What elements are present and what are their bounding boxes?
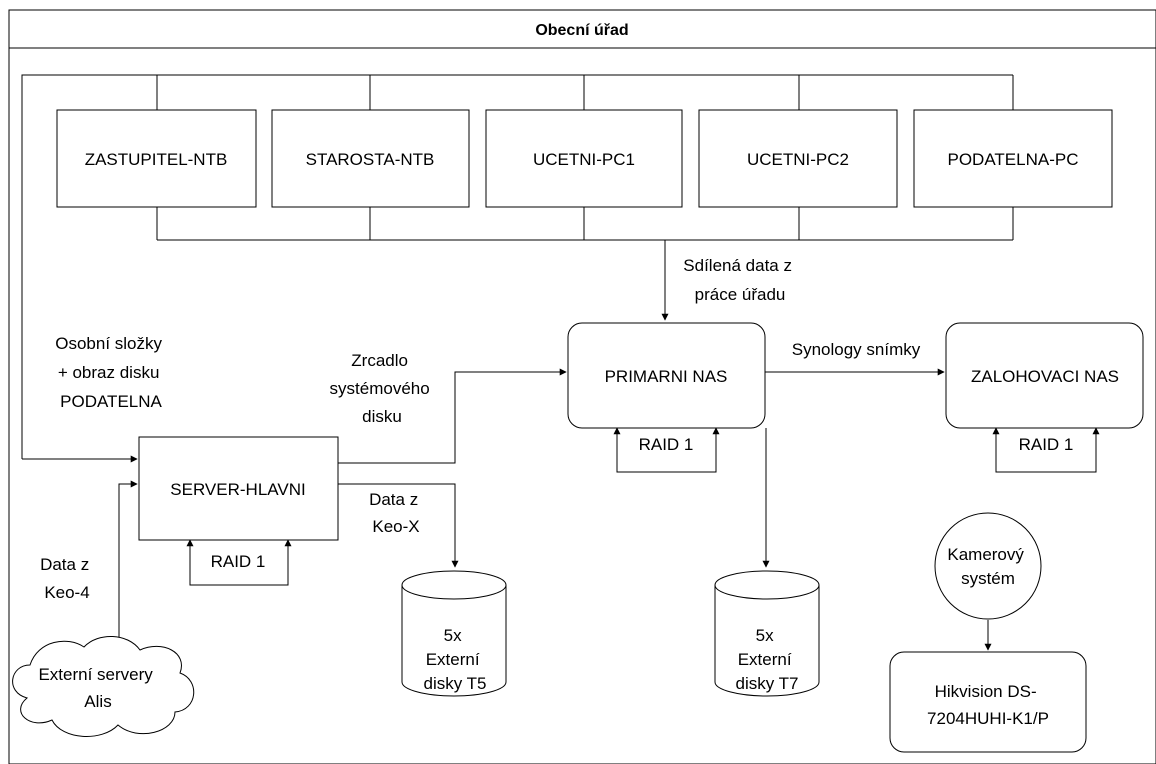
server-label: SERVER-HLAVNI xyxy=(170,480,305,499)
nvr-label: Hikvision DS- 7204HUHI-K1/P xyxy=(927,682,1049,728)
personal-folders-label: Osobní složky + obraz disku PODATELNA xyxy=(55,334,167,411)
client-label: ZASTUPITEL-NTB xyxy=(85,150,228,169)
keo-4-edge xyxy=(115,480,138,646)
backup-nas-label: ZALOHOVACI NAS xyxy=(971,367,1119,386)
backup-nas-raid-loop xyxy=(992,427,1100,473)
shared-data-label: Sdílená data z práce úřadu xyxy=(683,256,796,304)
backup-nas: ZALOHOVACI NAS xyxy=(945,322,1144,429)
bus-lines xyxy=(21,74,1014,459)
external-servers-label: Externí servery Alis xyxy=(38,665,157,711)
server-raid-label: RAID 1 xyxy=(211,552,266,571)
system-mirror-label: Zrcadlo systémového disku xyxy=(330,351,435,426)
primary-nas-raid-label: RAID 1 xyxy=(639,435,694,454)
top-bus-line xyxy=(21,74,1013,459)
disks-t5-label: 5x Externí disky T5 xyxy=(424,626,487,693)
server-raid-loop xyxy=(186,539,292,586)
primary-nas-raid-loop xyxy=(613,427,720,473)
backup-nas-raid-label: RAID 1 xyxy=(1019,435,1074,454)
client-ucetni-pc2: UCETNI-PC2 xyxy=(698,109,898,208)
client-ucetni-pc1: UCETNI-PC1 xyxy=(485,109,683,208)
client-label: UCETNI-PC2 xyxy=(747,150,849,169)
client-starosta-ntb: STAROSTA-NTB xyxy=(271,109,470,208)
primary-nas-label: PRIMARNI NAS xyxy=(605,367,728,386)
external-servers-cloud: Externí servery Alis xyxy=(12,635,195,737)
primary-nas: PRIMARNI NAS xyxy=(567,322,766,429)
server-hlavni: SERVER-HLAVNI xyxy=(138,436,339,541)
camera-system-label: Kamerový systém xyxy=(947,545,1028,588)
client-zastupitel-ntb: ZASTUPITEL-NTB xyxy=(56,109,257,208)
disks-t7-label: 5x Externí disky T7 xyxy=(736,626,799,693)
office-container xyxy=(8,9,1156,764)
keo-4-label: Data z Keo-4 xyxy=(40,555,94,602)
hikvision-nvr: Hikvision DS- 7204HUHI-K1/P xyxy=(889,651,1087,753)
system-mirror-edge xyxy=(338,368,567,464)
cloud-shape xyxy=(12,635,195,737)
keo-x-label: Data z Keo-X xyxy=(369,490,423,536)
disks-t5-cylinder: 5x Externí disky T5 xyxy=(401,570,507,697)
container-title: Obecní úřad xyxy=(535,22,628,39)
camera-system: Kamerový systém xyxy=(934,512,1042,620)
snapshots-label: Synology snímky xyxy=(792,340,921,359)
clients: ZASTUPITEL-NTB STAROSTA-NTB UCETNI-PC1 U… xyxy=(56,109,1113,208)
disks-t7-cylinder: 5x Externí disky T7 xyxy=(714,570,820,697)
client-label: STAROSTA-NTB xyxy=(306,150,435,169)
keo-x-edge xyxy=(338,483,459,568)
client-podatelna-pc: PODATELNA-PC xyxy=(913,109,1113,208)
client-label: PODATELNA-PC xyxy=(948,150,1079,169)
client-label: UCETNI-PC1 xyxy=(533,150,635,169)
